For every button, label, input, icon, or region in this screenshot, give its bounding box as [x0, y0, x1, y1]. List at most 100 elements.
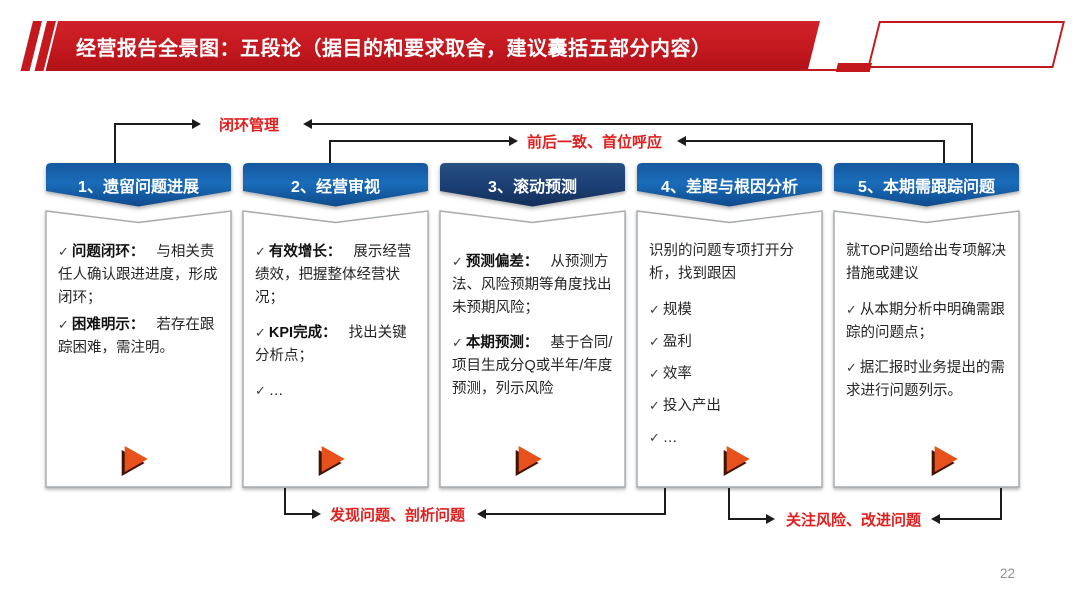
page-title: 经营报告全景图：五段论（据目的和要求取舍，建议囊括五部分内容） — [76, 38, 712, 60]
connector-line — [940, 518, 1002, 520]
page-number: 22 — [1000, 566, 1016, 581]
top-echo-label: 前后一致、首位呼应 — [527, 134, 663, 151]
triangle — [321, 446, 345, 472]
check-icon: ✓ — [649, 398, 660, 413]
check-icon: ✓ — [255, 383, 266, 398]
section-column-4: 4、差距与根因分析 识别的问题专项打开分析，找到跟因 ✓规模✓盈利✓效率✓投入产… — [636, 162, 823, 492]
arrowhead-right-icon — [312, 509, 321, 519]
check-item: ✓有效增长：展示经营绩效，把握整体经营状况； — [255, 240, 420, 310]
section-column-1: 1、遗留问题进展 ✓问题闭环：与相关责任人确认跟进进度，形成闭环；✓困难明示：若… — [45, 162, 232, 492]
section-banner — [243, 163, 428, 207]
section-content: 就TOP问题给出专项解决措施或建议 ✓从本期分析中明确需跟踪的问题点；✓据汇报时… — [846, 240, 1011, 414]
connector-line — [329, 140, 331, 163]
item-text: 投入产出 — [662, 398, 721, 414]
item-list: ✓规模✓盈利✓效率✓投入产出✓… — [649, 298, 814, 450]
item-text: … — [662, 430, 678, 446]
check-item: ✓盈利 — [649, 330, 814, 354]
item-text: 据汇报时业务提出的需求进行问题列示。 — [846, 360, 1005, 399]
section-content: ✓预测偏差：从预测方法、风险预期等角度找出未预期风险；✓ 本期预测：基于合同/项目… — [452, 250, 617, 412]
section-box — [45, 210, 232, 488]
check-icon: ✓ — [846, 360, 857, 375]
connector-line — [284, 513, 312, 515]
play-triangle-icon — [121, 446, 150, 476]
section-column-5: 5、本期需跟踪问题 就TOP问题给出专项解决措施或建议 ✓从本期分析中明确需跟踪… — [833, 162, 1020, 492]
top-loop-label: 闭环管理 — [219, 117, 280, 134]
play-triangle-icon — [931, 446, 961, 476]
check-icon: ✓ — [846, 302, 857, 317]
check-item: ✓… — [649, 426, 814, 450]
arrowhead-left-icon — [477, 509, 486, 519]
section-banner — [440, 163, 625, 207]
check-icon: ✓ — [255, 325, 266, 340]
item-term: 本期预测： — [465, 335, 539, 351]
check-icon: ✓ — [452, 254, 463, 269]
arrowhead-left-icon — [931, 514, 940, 524]
connector-line — [486, 513, 666, 515]
check-item: ✓从本期分析中明确需跟踪的问题点； — [846, 298, 1011, 345]
section-title: 4、差距与根因分析 — [661, 179, 798, 196]
item-term: KPI完成： — [268, 325, 337, 341]
section-content: ✓问题闭环：与相关责任人确认跟进进度，形成闭环；✓困难明示：若存在跟踪困难，需注… — [58, 240, 223, 363]
item-text: 从本期分析中明确需跟踪的问题点； — [846, 302, 1005, 341]
item-text: 效率 — [662, 366, 692, 382]
bottom-left-label: 发现问题、剖析问题 — [330, 507, 466, 524]
header-deco-outline — [867, 21, 1065, 68]
item-text: 与相关责任人确认跟进进度，形成闭环； — [58, 244, 218, 306]
check-item: ✓规模 — [649, 298, 814, 322]
item-text: 盈利 — [662, 334, 692, 350]
section-banner — [637, 163, 822, 207]
triangle — [726, 446, 750, 472]
connector-line — [728, 518, 766, 520]
check-icon: ✓ — [58, 317, 69, 332]
item-text: 若存在跟踪困难，需注明。 — [58, 317, 215, 356]
section-title: 1、遗留问题进展 — [78, 179, 199, 196]
arrowhead-right-icon — [192, 119, 201, 129]
item-term: 有效增长： — [268, 244, 342, 260]
section-title: 2、经营审视 — [291, 179, 380, 196]
item-text: 找出关键分析点； — [255, 325, 407, 364]
item-list: ✓有效增长：展示经营绩效，把握整体经营状况；✓KPI完成：找出关键分析点；✓… — [255, 240, 420, 403]
section-box — [833, 210, 1020, 488]
arrowhead-right-icon — [766, 514, 775, 524]
connector-line — [312, 123, 973, 125]
item-text: 规模 — [662, 302, 692, 318]
item-list: ✓预测偏差：从预测方法、风险预期等角度找出未预期风险；✓ 本期预测：基于合同/项目… — [452, 250, 617, 401]
check-icon: ✓ — [255, 244, 266, 259]
item-text: … — [268, 383, 284, 399]
check-item: ✓困难明示：若存在跟踪困难，需注明。 — [58, 313, 223, 360]
connector-line — [664, 488, 666, 515]
section-content: ✓有效增长：展示经营绩效，把握整体经营状况；✓KPI完成：找出关键分析点；✓… — [255, 240, 420, 414]
connector-line — [971, 123, 973, 163]
section-intro: 识别的问题专项打开分析，找到跟因 — [649, 243, 794, 282]
check-item: ✓效率 — [649, 362, 814, 386]
item-text: 展示经营绩效，把握整体经营状况； — [255, 244, 412, 306]
section-title: 5、本期需跟踪问题 — [858, 179, 995, 196]
check-icon: ✓ — [649, 334, 660, 349]
item-list: ✓从本期分析中明确需跟踪的问题点；✓据汇报时业务提出的需求进行问题列示。 — [846, 298, 1011, 403]
arrowhead-left-icon — [677, 136, 686, 146]
play-triangle-icon — [515, 446, 544, 476]
check-item: ✓KPI完成：找出关键分析点； — [255, 321, 420, 368]
triangle — [124, 446, 148, 472]
check-item: ✓预测偏差：从预测方法、风险预期等角度找出未预期风险； — [452, 250, 617, 320]
triangle — [518, 446, 542, 472]
connector-line — [329, 140, 509, 142]
connector-line — [284, 488, 286, 515]
section-banner — [834, 163, 1019, 207]
item-list: ✓问题闭环：与相关责任人确认跟进进度，形成闭环；✓困难明示：若存在跟踪困难，需注… — [58, 240, 223, 360]
section-box — [439, 210, 626, 488]
connector-line — [1000, 488, 1002, 520]
check-item: ✓… — [255, 379, 420, 403]
item-term: 困难明示： — [71, 317, 145, 333]
item-text: 从预测方法、风险预期等角度找出未预期风险； — [452, 254, 612, 316]
check-icon: ✓ — [58, 244, 69, 259]
check-icon: ✓ — [649, 302, 660, 317]
section-title: 3、滚动预测 — [488, 179, 577, 196]
item-term: 预测偏差： — [465, 254, 539, 270]
play-triangle-icon — [723, 446, 752, 476]
check-item: ✓据汇报时业务提出的需求进行问题列示。 — [846, 356, 1011, 403]
connector-line — [686, 140, 945, 142]
triangle — [934, 446, 958, 472]
item-text: 基于合同/项目生成分Q或半年/年度预测，列示风险 — [452, 335, 613, 397]
